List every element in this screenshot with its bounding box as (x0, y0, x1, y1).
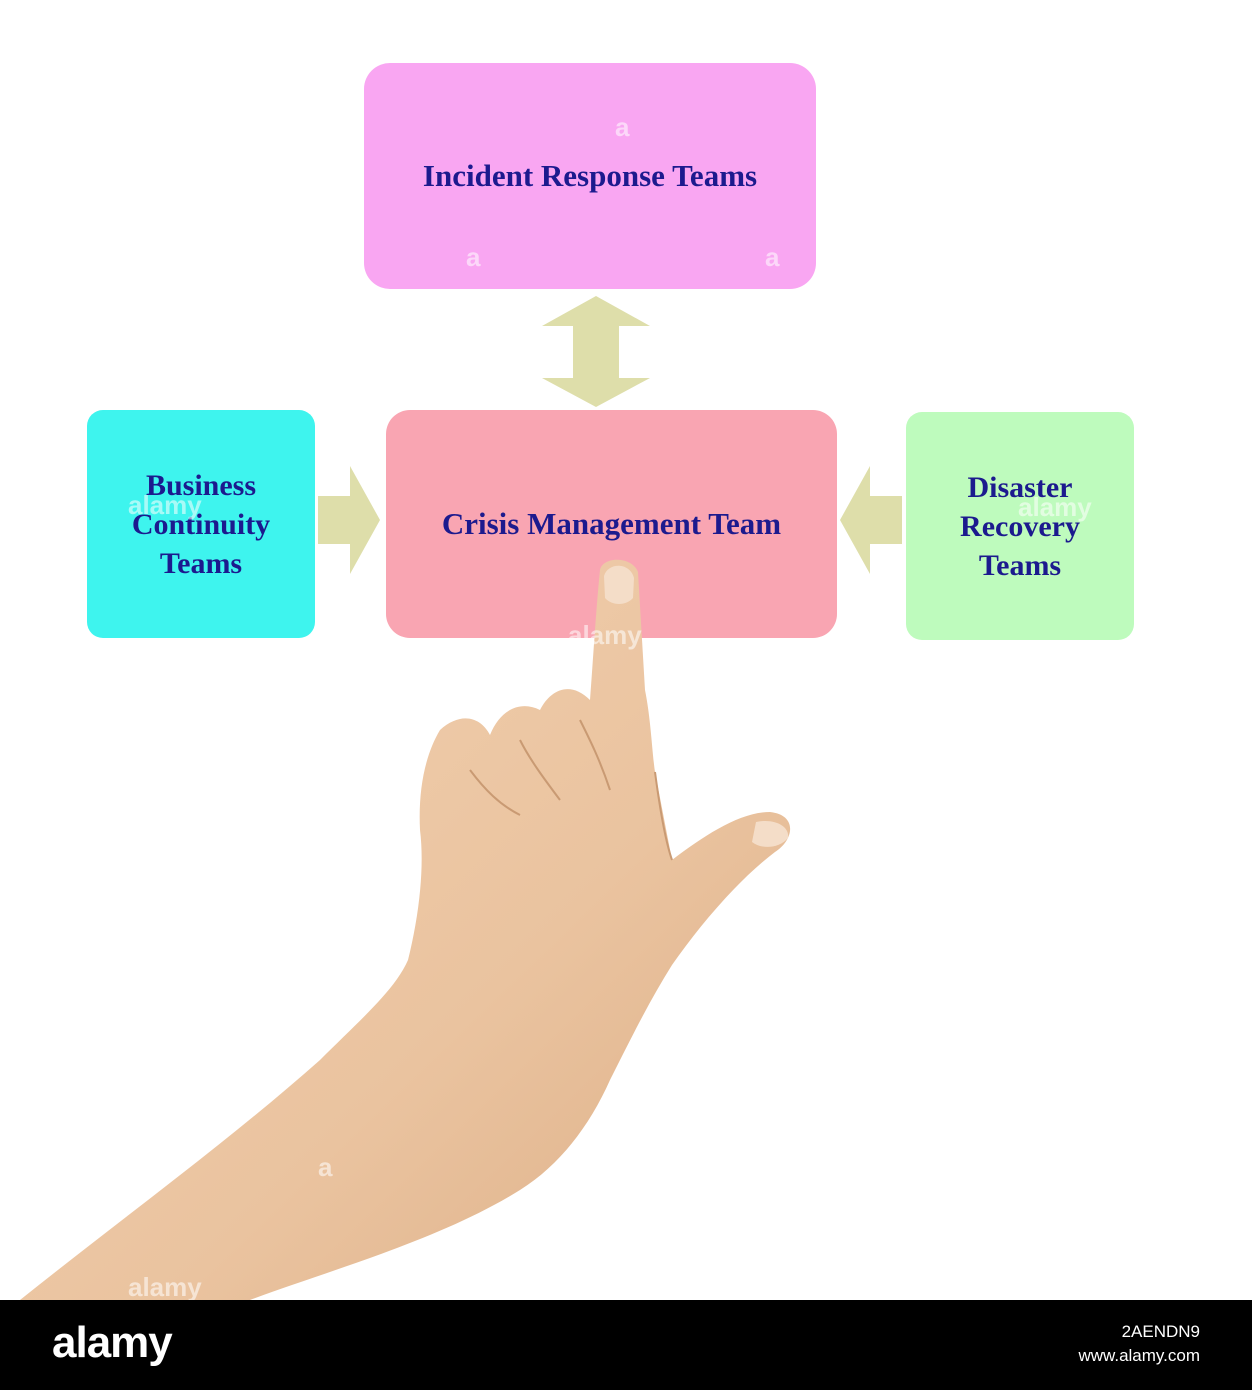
watermark: a (318, 1152, 333, 1182)
watermark: alamy (1018, 492, 1092, 522)
disaster-recovery-teams-label: Disaster Recovery Teams (960, 470, 1080, 582)
incident-response-teams-label: Incident Response Teams (422, 157, 758, 193)
arrow-right-icon (318, 466, 380, 574)
incident-response-teams-box: Incident Response Teams (364, 63, 816, 289)
image-id: 2AENDN9 (1121, 1322, 1200, 1341)
site-url: www.alamy.com (1078, 1346, 1200, 1365)
arrow-left-icon (840, 466, 902, 574)
pointing-hand-image (20, 559, 791, 1300)
watermark: alamy (568, 620, 642, 650)
disaster-recovery-teams-box: Disaster Recovery Teams (906, 412, 1134, 640)
watermark: a (466, 242, 481, 272)
alamy-logo: alamy (52, 1318, 173, 1367)
image-id-block: 2AENDN9 www.alamy.com (1078, 1320, 1200, 1368)
business-continuity-teams-label: Business Continuity Teams (131, 468, 271, 580)
watermark: alamy (128, 490, 202, 520)
double-arrow-vertical-icon (542, 296, 650, 407)
crisis-management-team-label: Crisis Management Team (441, 505, 782, 541)
business-continuity-teams-box: Business Continuity Teams (87, 410, 315, 638)
watermark: a (615, 112, 630, 142)
watermark: alamy (128, 1272, 202, 1302)
diagram-canvas: Incident Response Teams Business Continu… (20, 63, 1134, 1302)
watermark: a (765, 242, 780, 272)
footer-bar: alamy 2AENDN9 www.alamy.com (0, 1300, 1252, 1390)
